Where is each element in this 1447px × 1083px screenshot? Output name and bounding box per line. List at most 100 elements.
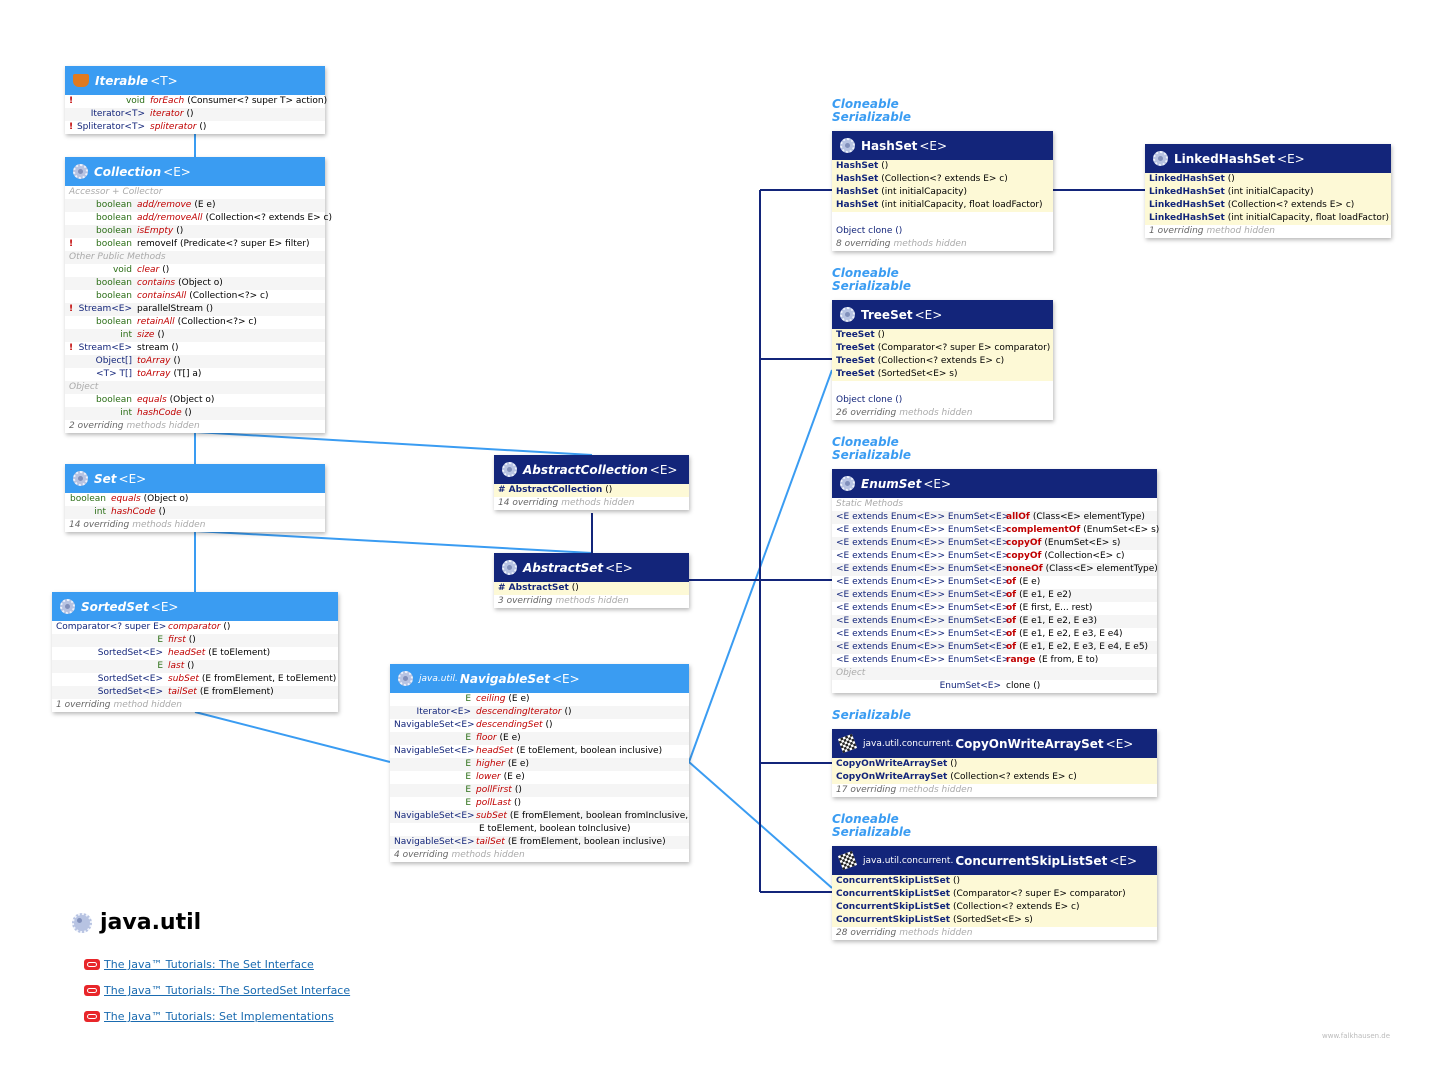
navigableset-header[interactable]: java.util.NavigableSet<E> <box>390 664 689 693</box>
sortedset-header[interactable]: SortedSet<E> <box>52 592 338 621</box>
method-row[interactable]: <E extends Enum<E>> EnumSet<E>of(E e1, E… <box>832 589 1157 602</box>
constructor-row[interactable]: LinkedHashSet() <box>1145 173 1391 186</box>
method-row[interactable]: Comparator<? super E>comparator() <box>52 621 338 634</box>
method-row[interactable]: <E extends Enum<E>> EnumSet<E>complement… <box>832 524 1159 537</box>
method-row[interactable]: <E extends Enum<E>> EnumSet<E>of(E e1, E… <box>832 641 1157 654</box>
constructor-row[interactable]: TreeSet() <box>832 329 1053 342</box>
method-row[interactable]: <E extends Enum<E>> EnumSet<E>allOf(Clas… <box>832 511 1157 524</box>
method-row[interactable]: <T> T[]toArray(T[] a) <box>65 368 325 381</box>
hashset-header[interactable]: HashSet<E> <box>832 131 1053 160</box>
linkedhashset-class-box[interactable]: LinkedHashSet<E> LinkedHashSet()LinkedHa… <box>1145 144 1391 238</box>
method-row[interactable]: E toElement, boolean toInclusive) <box>390 823 689 836</box>
tutorial-link-set-implementations[interactable]: The Java™ Tutorials: Set Implementations <box>84 1010 334 1023</box>
constructor-row[interactable]: ConcurrentSkipListSet(SortedSet<E> s) <box>832 914 1157 927</box>
constructor-row[interactable]: CopyOnWriteArraySet(Collection<? extends… <box>832 771 1157 784</box>
concurrentskiplistset-class-box[interactable]: java.util.concurrent.ConcurrentSkipListS… <box>832 846 1157 940</box>
constructor-row[interactable]: ConcurrentSkipListSet() <box>832 875 1157 888</box>
method-row[interactable]: SortedSet<E>headSet(E toElement) <box>52 647 338 660</box>
linkedhashset-header[interactable]: LinkedHashSet<E> <box>1145 144 1391 173</box>
constructor-row[interactable]: ConcurrentSkipListSet(Comparator<? super… <box>832 888 1157 901</box>
constructor-row[interactable]: # AbstractCollection() <box>494 484 689 497</box>
constructor-row[interactable]: LinkedHashSet(Collection<? extends E> c) <box>1145 199 1391 212</box>
method-row[interactable]: <E extends Enum<E>> EnumSet<E>copyOf(Col… <box>832 550 1157 563</box>
method-row[interactable]: SortedSet<E>subSet(E fromElement, E toEl… <box>52 673 338 686</box>
method-row[interactable]: Object[]toArray() <box>65 355 325 368</box>
method-row[interactable]: !Stream<E>stream() <box>65 342 325 355</box>
enumset-class-box[interactable]: EnumSet<E> Static Methods<E extends Enum… <box>832 469 1159 693</box>
constructor-row[interactable]: TreeSet(Collection<? extends E> c) <box>832 355 1053 368</box>
method-row[interactable]: Object clone () <box>832 225 1053 238</box>
constructor-row[interactable]: LinkedHashSet(int initialCapacity) <box>1145 186 1391 199</box>
method-row[interactable]: Iterator<E>descendingIterator() <box>390 706 689 719</box>
set-header[interactable]: Set<E> <box>65 464 325 493</box>
method-row[interactable]: <E extends Enum<E>> EnumSet<E>of(E first… <box>832 602 1157 615</box>
sortedset-interface-box[interactable]: SortedSet<E> Comparator<? super E>compar… <box>52 592 338 712</box>
method-row[interactable]: Object clone () <box>832 394 1053 407</box>
abstractset-class-box[interactable]: AbstractSet<E> # AbstractSet()3 overridi… <box>494 553 689 608</box>
method-row[interactable]: <E extends Enum<E>> EnumSet<E>of(E e1, E… <box>832 628 1157 641</box>
abstractcollection-class-box[interactable]: AbstractCollection<E> # AbstractCollecti… <box>494 455 689 510</box>
cow-header[interactable]: java.util.concurrent.CopyOnWriteArraySet… <box>832 729 1157 758</box>
constructor-row[interactable]: LinkedHashSet(int initialCapacity, float… <box>1145 212 1391 225</box>
abstractcollection-header[interactable]: AbstractCollection<E> <box>494 455 689 484</box>
collection-header[interactable]: Collection<E> <box>65 157 325 186</box>
method-row[interactable]: Iterator<T>iterator() <box>65 108 325 121</box>
tutorial-link-set-interface[interactable]: The Java™ Tutorials: The Set Interface <box>84 958 314 971</box>
tutorial-link-sortedset-interface[interactable]: The Java™ Tutorials: The SortedSet Inter… <box>84 984 350 997</box>
method-row[interactable]: <E extends Enum<E>> EnumSet<E>range(E fr… <box>832 654 1157 667</box>
method-row[interactable]: EnumSet<E>clone() <box>832 680 1157 693</box>
constructor-row[interactable]: HashSet(Collection<? extends E> c) <box>832 173 1053 186</box>
method-row[interactable]: <E extends Enum<E>> EnumSet<E>noneOf(Cla… <box>832 563 1158 576</box>
copyonwritearrayset-class-box[interactable]: java.util.concurrent.CopyOnWriteArraySet… <box>832 729 1157 797</box>
method-row[interactable]: !Stream<E>parallelStream() <box>65 303 325 316</box>
hashset-class-box[interactable]: HashSet<E> HashSet()HashSet(Collection<?… <box>832 131 1053 251</box>
method-row[interactable]: NavigableSet<E>headSet(E toElement, bool… <box>390 745 689 758</box>
method-row[interactable]: !Spliterator<T>spliterator() <box>65 121 325 134</box>
iterable-header[interactable]: Iterable<T> <box>65 66 325 95</box>
method-row[interactable]: NavigableSet<E>subSet(E fromElement, boo… <box>390 810 689 823</box>
constructor-row[interactable]: HashSet() <box>832 160 1053 173</box>
constructor-row[interactable]: # AbstractSet() <box>494 582 689 595</box>
method-row[interactable]: NavigableSet<E>tailSet(E fromElement, bo… <box>390 836 689 849</box>
constructor-row[interactable]: HashSet(int initialCapacity, float loadF… <box>832 199 1053 212</box>
abstractset-header[interactable]: AbstractSet<E> <box>494 553 689 582</box>
enumset-header[interactable]: EnumSet<E> <box>832 469 1157 498</box>
constructor-row[interactable]: TreeSet(SortedSet<E> s) <box>832 368 1053 381</box>
method-row[interactable]: SortedSet<E>tailSet(E fromElement) <box>52 686 338 699</box>
constructor-row[interactable]: ConcurrentSkipListSet(Collection<? exten… <box>832 901 1157 914</box>
treeset-header[interactable]: TreeSet<E> <box>832 300 1053 329</box>
method-row[interactable]: NavigableSet<E>descendingSet() <box>390 719 689 732</box>
constructor-row[interactable]: CopyOnWriteArraySet() <box>832 758 1157 771</box>
method-row[interactable]: <E extends Enum<E>> EnumSet<E>of(E e) <box>832 576 1157 589</box>
method-row[interactable]: <E extends Enum<E>> EnumSet<E>copyOf(Enu… <box>832 537 1157 550</box>
constructor-row[interactable]: TreeSet(Comparator<? super E> comparator… <box>832 342 1053 355</box>
csl-header[interactable]: java.util.concurrent.ConcurrentSkipListS… <box>832 846 1157 875</box>
treeset-class-box[interactable]: TreeSet<E> TreeSet()TreeSet(Comparator<?… <box>832 300 1053 420</box>
constructor-row[interactable]: HashSet(int initialCapacity) <box>832 186 1053 199</box>
